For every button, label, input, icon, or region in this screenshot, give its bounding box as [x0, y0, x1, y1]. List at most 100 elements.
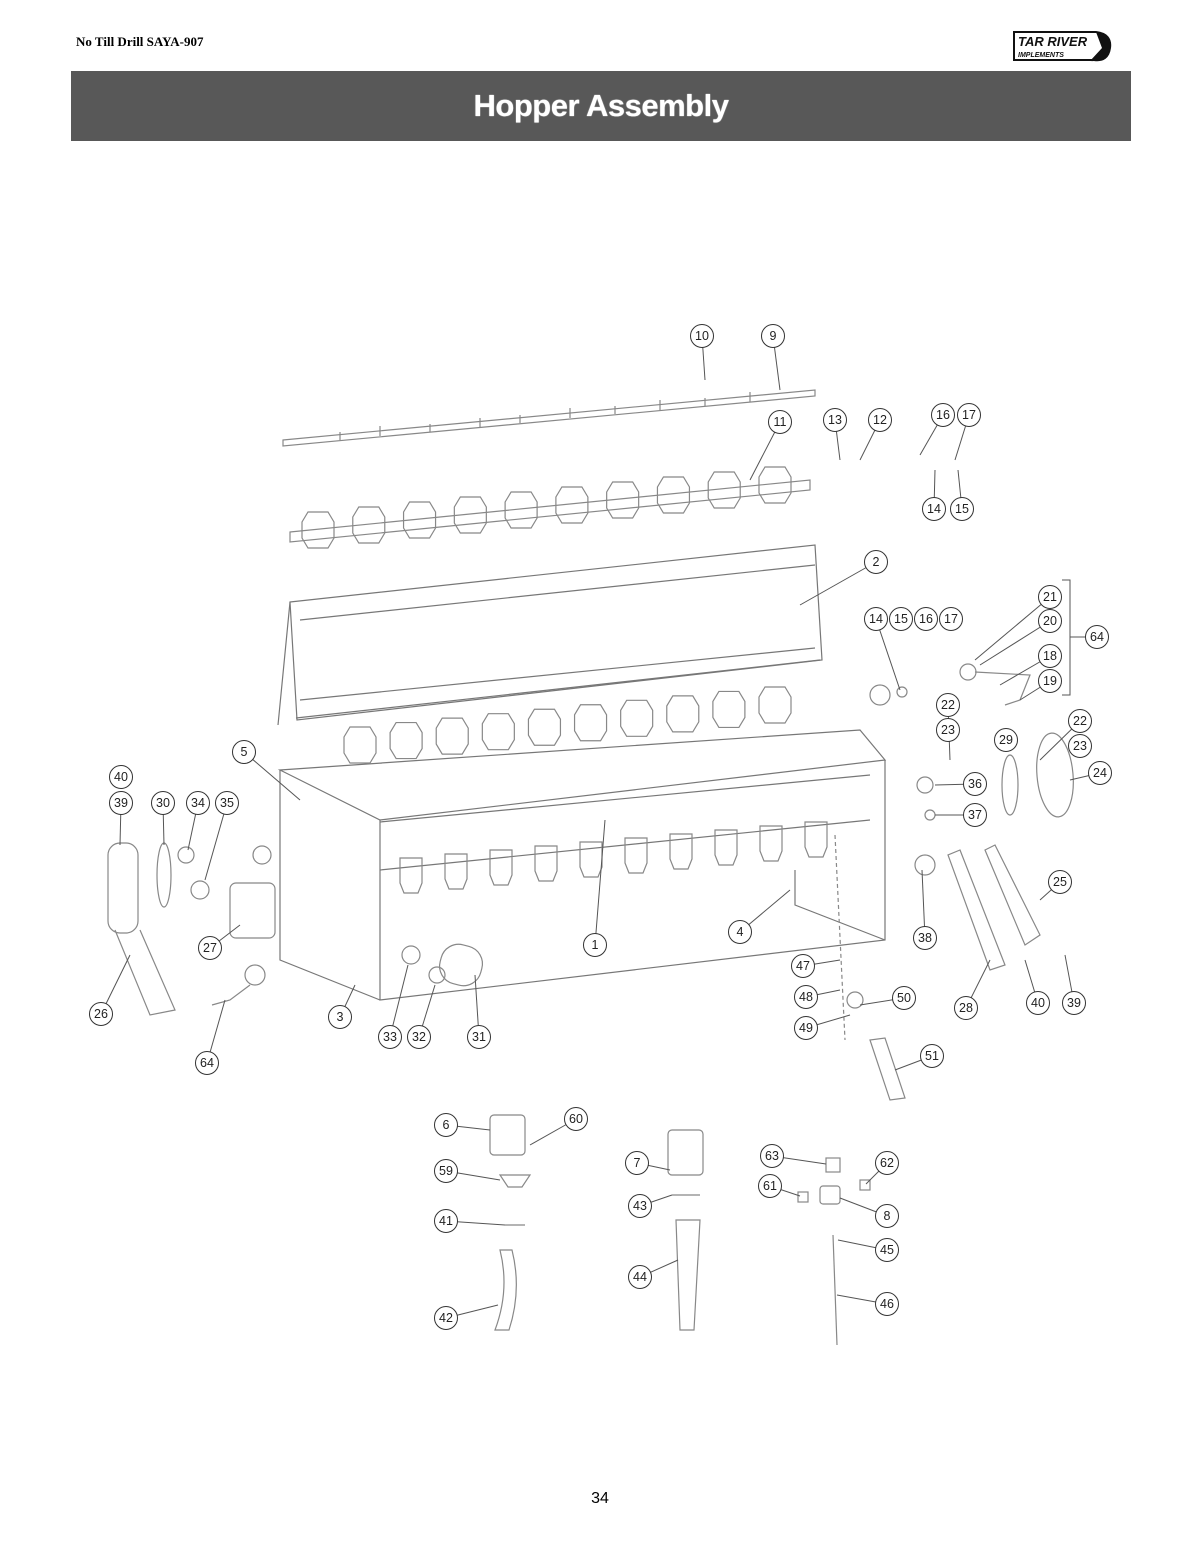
seed-wheel [707, 471, 741, 509]
seed-wheel [402, 501, 437, 539]
part-callout-50: 50 [892, 986, 916, 1010]
part-callout-64: 64 [195, 1051, 219, 1075]
part-callout-23: 23 [936, 718, 960, 742]
seed-meter [804, 821, 828, 858]
section-banner: Hopper Assembly [71, 71, 1131, 141]
part-callout-22: 22 [1068, 709, 1092, 733]
part-callout-59: 59 [434, 1159, 458, 1183]
part-callout-32: 32 [407, 1025, 431, 1049]
right-side-parts-drawing [834, 663, 1074, 1101]
part-callout-21: 21 [1038, 585, 1062, 609]
part-callout-17: 17 [957, 403, 981, 427]
seed-wheel [606, 481, 640, 519]
seed-wheel [573, 704, 608, 742]
part-callout-9: 9 [761, 324, 785, 348]
seed-wheel [758, 466, 792, 504]
part-callout-1: 1 [583, 933, 607, 957]
part-callout-16: 16 [931, 403, 955, 427]
document-title: No Till Drill SAYA-907 [76, 34, 204, 49]
part-callout-49: 49 [794, 1016, 818, 1040]
part-callout-34: 34 [186, 791, 210, 815]
part-callout-39: 39 [1062, 991, 1086, 1015]
part-callout-8: 8 [875, 1204, 899, 1228]
part-callout-64: 64 [1085, 625, 1109, 649]
seed-meters-row [399, 821, 828, 894]
part-callout-19: 19 [1038, 669, 1062, 693]
seed-meter [489, 849, 513, 886]
hopper-box-drawing [277, 544, 887, 1001]
part-callout-29: 29 [994, 728, 1018, 752]
part-callout-10: 10 [690, 324, 714, 348]
seed-meter [534, 845, 558, 882]
part-callout-62: 62 [875, 1151, 899, 1175]
seed-meter [624, 837, 648, 874]
part-callout-63: 63 [760, 1144, 784, 1168]
leader-line [799, 561, 877, 606]
leader-line [204, 802, 228, 881]
seed-wheel [758, 686, 792, 724]
seed-wheel [435, 717, 469, 755]
part-callout-43: 43 [628, 1194, 652, 1218]
seed-wheel [504, 491, 538, 529]
part-callout-37: 37 [963, 803, 987, 827]
tar-river-logo: TAR RIVER IMPLEMENTS [1013, 31, 1112, 62]
part-callout-27: 27 [198, 936, 222, 960]
seed-wheel [389, 721, 423, 760]
section-title: Hopper Assembly [473, 88, 729, 123]
seed-wheel [301, 511, 335, 549]
part-callout-44: 44 [628, 1265, 652, 1289]
part-callout-25: 25 [1048, 870, 1072, 894]
seed-wheel [343, 726, 377, 764]
part-callout-61: 61 [758, 1174, 782, 1198]
part-callout-15: 15 [889, 607, 913, 631]
part-callout-15: 15 [950, 497, 974, 521]
part-callout-46: 46 [875, 1292, 899, 1316]
svg-text:TAR RIVER: TAR RIVER [1018, 34, 1088, 49]
seed-meter [399, 857, 423, 894]
seed-meter [579, 841, 603, 878]
leader-line [979, 620, 1051, 666]
part-callout-51: 51 [920, 1044, 944, 1068]
part-callout-40: 40 [1026, 991, 1050, 1015]
seed-wheel [527, 708, 562, 746]
part-callout-11: 11 [768, 410, 792, 434]
seed-meter [669, 833, 693, 870]
seed-meter [444, 853, 468, 890]
leader-line [875, 618, 901, 691]
part-callout-3: 3 [328, 1005, 352, 1029]
part-callout-18: 18 [1038, 644, 1062, 668]
part-callout-36: 36 [963, 772, 987, 796]
part-callout-26: 26 [89, 1002, 113, 1026]
page-number: 34 [591, 1490, 609, 1507]
part-callout-6: 6 [434, 1113, 458, 1137]
svg-text:IMPLEMENTS: IMPLEMENTS [1018, 52, 1064, 59]
part-callout-33: 33 [378, 1025, 402, 1049]
part-callout-35: 35 [215, 791, 239, 815]
seed-wheels-upper [301, 466, 792, 549]
seed-wheel [352, 506, 386, 544]
part-callout-12: 12 [868, 408, 892, 432]
callout-leader-lines [100, 335, 1101, 1319]
part-callout-47: 47 [791, 954, 815, 978]
part-callout-7: 7 [625, 1151, 649, 1175]
part-callout-39: 39 [109, 791, 133, 815]
leader-line [974, 596, 1051, 661]
agitator-shaft-drawing [282, 389, 816, 447]
part-callout-48: 48 [794, 985, 818, 1009]
part-callout-4: 4 [728, 920, 752, 944]
part-callout-31: 31 [467, 1025, 491, 1049]
part-callout-24: 24 [1088, 761, 1112, 785]
seed-meter [759, 825, 783, 862]
part-callout-14: 14 [922, 497, 946, 521]
part-callout-13: 13 [823, 408, 847, 432]
bottom-detail-parts-drawing [489, 1114, 871, 1346]
part-callout-42: 42 [434, 1306, 458, 1330]
part-callout-28: 28 [954, 996, 978, 1020]
leader-line [243, 751, 301, 801]
part-callout-38: 38 [913, 926, 937, 950]
part-callout-41: 41 [434, 1209, 458, 1233]
part-callout-22: 22 [936, 693, 960, 717]
seed-wheels-lower [343, 686, 792, 764]
part-callout-16: 16 [914, 607, 938, 631]
